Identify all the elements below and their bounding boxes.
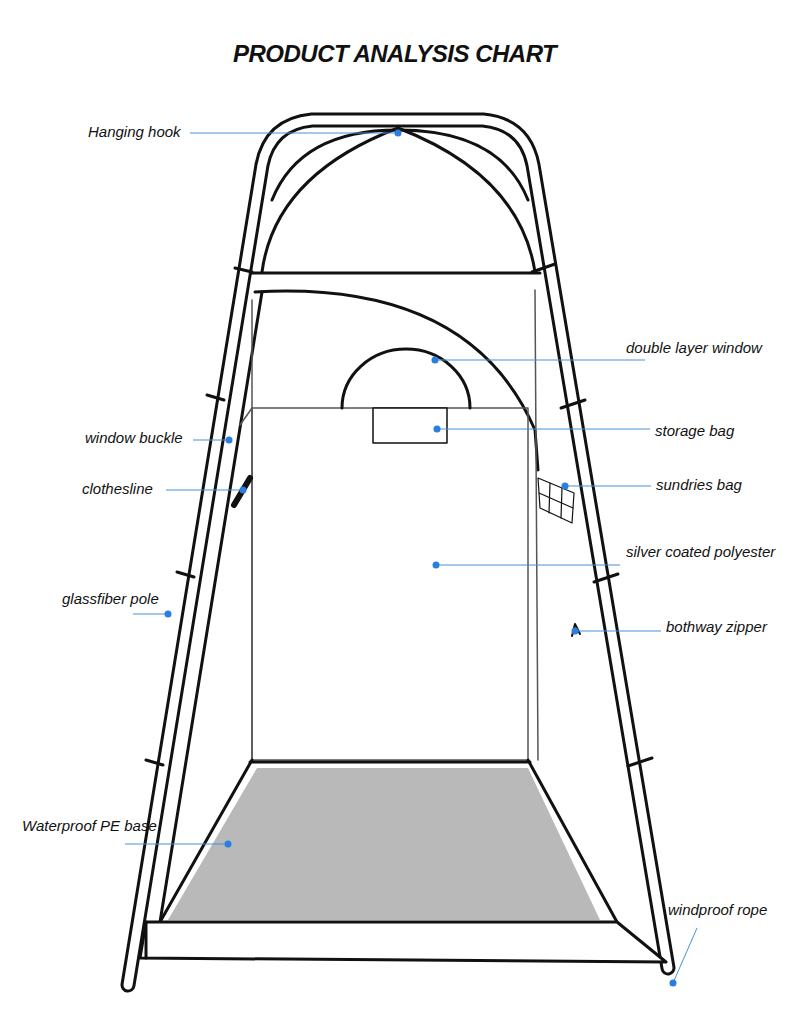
pole-outline bbox=[128, 120, 668, 985]
pole-joints bbox=[146, 264, 652, 766]
window bbox=[342, 349, 470, 408]
bottom-band bbox=[140, 922, 666, 962]
leader-lines bbox=[125, 133, 697, 983]
zipper bbox=[572, 624, 580, 636]
part-label: silver coated polyester bbox=[626, 543, 775, 561]
part-label: window buckle bbox=[85, 429, 183, 447]
part-label: double layer window bbox=[626, 339, 762, 357]
chart-title: PRODUCT ANALYSIS CHART bbox=[233, 40, 556, 68]
part-label: glassfiber pole bbox=[62, 590, 159, 608]
pole-fill bbox=[128, 120, 668, 985]
top-arch bbox=[262, 128, 398, 272]
door-curve bbox=[255, 291, 538, 470]
part-label: clothesline bbox=[82, 480, 153, 498]
storage-bag bbox=[373, 408, 447, 443]
top-arch bbox=[398, 128, 535, 272]
part-label: Hanging hook bbox=[88, 123, 181, 141]
back-wall bbox=[252, 408, 528, 760]
part-label: bothway zipper bbox=[666, 618, 767, 636]
roof-seam bbox=[252, 272, 540, 275]
clothesline bbox=[234, 478, 250, 505]
sundries-bag bbox=[538, 478, 574, 523]
leader-dots bbox=[165, 130, 677, 987]
part-label: storage bag bbox=[655, 422, 734, 440]
part-label: sundries bag bbox=[656, 476, 742, 494]
part-label: windproof rope bbox=[668, 901, 767, 919]
top-arch bbox=[272, 130, 528, 200]
part-label: Waterproof PE base bbox=[22, 817, 157, 835]
